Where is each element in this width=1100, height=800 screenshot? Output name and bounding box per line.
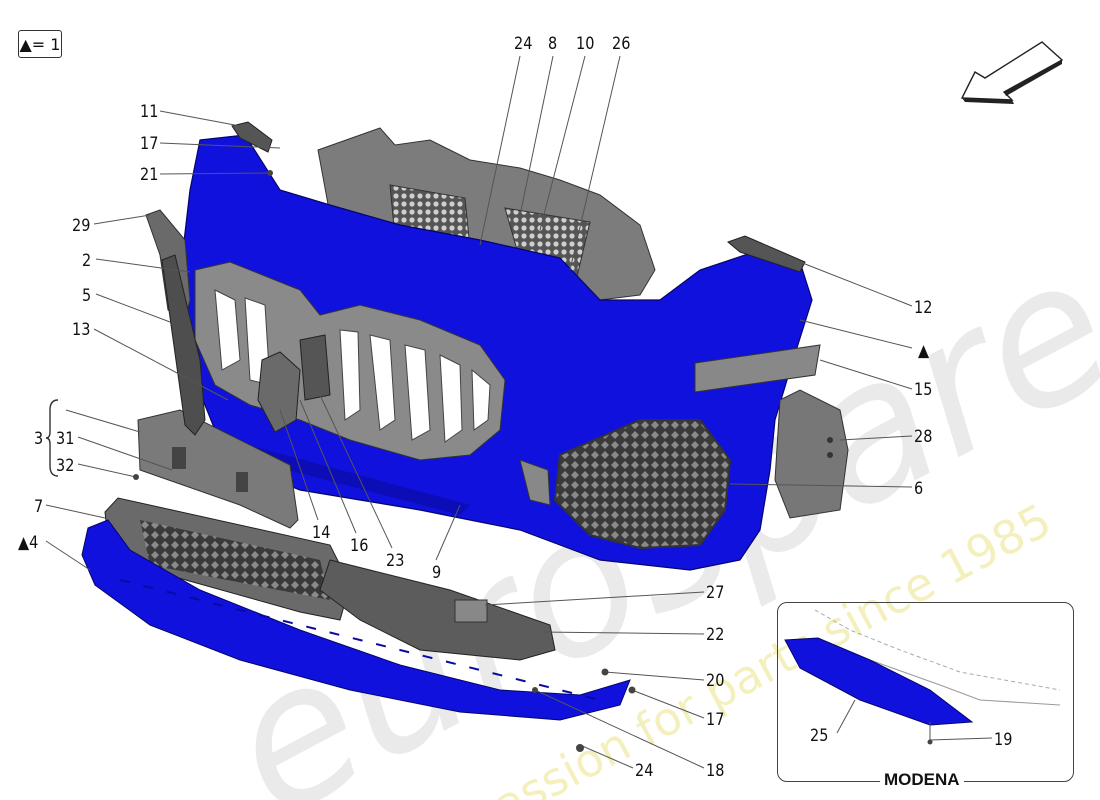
callout-2[interactable]: 2 (82, 251, 92, 271)
callout-16[interactable]: 16 (350, 536, 369, 556)
callout-8[interactable]: 8 (548, 34, 558, 54)
callout-22[interactable]: 22 (706, 625, 725, 645)
side-guide-left (161, 254, 206, 436)
inset-title: MODENA (880, 770, 964, 790)
upper-bracket-right (727, 235, 806, 273)
undertray (319, 559, 556, 661)
callout-9[interactable]: 9 (432, 563, 442, 583)
callout-21[interactable]: 21 (140, 165, 159, 185)
legend-text: ▲= 1 (19, 34, 61, 54)
callout-29[interactable]: 29 (72, 216, 91, 236)
callout-12[interactable]: 12 (914, 298, 933, 318)
callout-26[interactable]: 26 (612, 34, 631, 54)
callout-19[interactable]: 19 (994, 730, 1013, 750)
fasteners (133, 170, 636, 752)
callout-18[interactable]: 18 (706, 761, 725, 781)
front-grille (194, 261, 506, 461)
side-air-intake (519, 419, 732, 550)
callout-4[interactable]: ▲4 (18, 533, 39, 553)
callout-31[interactable]: 31 (56, 429, 75, 449)
callout-6[interactable]: 6 (914, 479, 924, 499)
callout-25[interactable]: 25 (810, 726, 829, 746)
inset-modena-frame (777, 602, 1074, 782)
callout-7[interactable]: 7 (34, 497, 44, 517)
callout-23[interactable]: 23 (386, 551, 405, 571)
upper-bracket-left (231, 121, 273, 153)
callout-27[interactable]: 27 (706, 583, 725, 603)
callout-11[interactable]: 11 (140, 102, 159, 122)
inset-modena-drawing (784, 609, 1061, 745)
callout-24-top[interactable]: 24 (514, 34, 533, 54)
leader-lines (45, 55, 913, 769)
callout-triangle[interactable]: ▲ (918, 341, 930, 361)
legend-box: ▲= 1 (18, 30, 62, 58)
callout-3[interactable]: 3 (34, 429, 44, 449)
callout-13[interactable]: 13 (72, 320, 91, 340)
trim-panel (694, 344, 821, 393)
callout-15[interactable]: 15 (914, 380, 933, 400)
callout-10[interactable]: 10 (576, 34, 595, 54)
side-bracket-right (774, 389, 849, 519)
callout-28[interactable]: 28 (914, 427, 933, 447)
lower-spoiler (81, 519, 631, 721)
callout-17-top[interactable]: 17 (140, 134, 159, 154)
callout-17-bottom[interactable]: 17 (706, 710, 725, 730)
arrow-front-direction-icon (960, 41, 1064, 104)
callout-20[interactable]: 20 (706, 671, 725, 691)
group-brace-icon (45, 399, 59, 477)
callout-5[interactable]: 5 (82, 286, 92, 306)
callout-24-bottom[interactable]: 24 (635, 761, 654, 781)
callout-32[interactable]: 32 (56, 456, 75, 476)
callout-14[interactable]: 14 (312, 523, 331, 543)
